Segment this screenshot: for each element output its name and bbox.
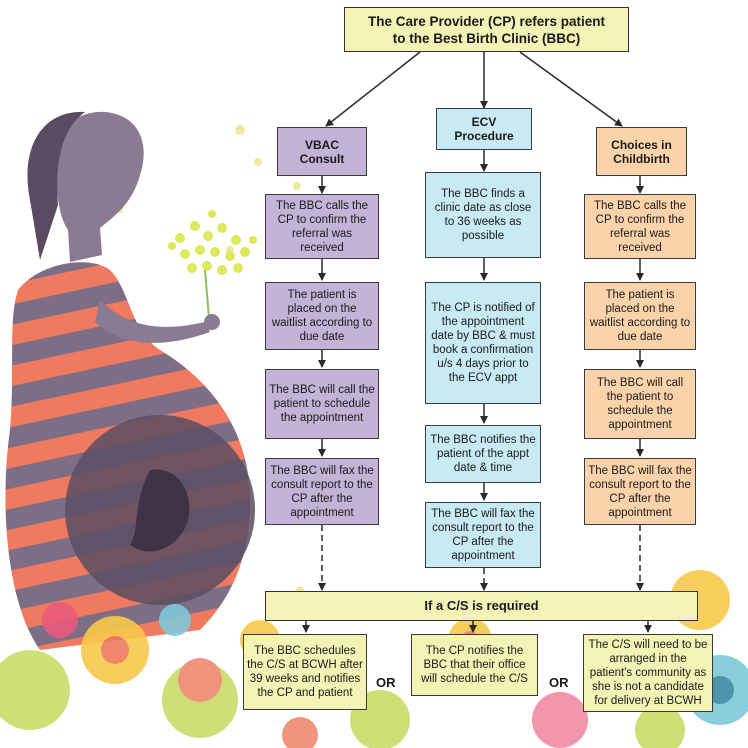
referral-start-line2: to the Best Birth Clinic (BBC): [392, 30, 581, 46]
ecv-step-1: The BBC finds a clinic date as close to …: [425, 172, 541, 258]
or-label-1: OR: [376, 675, 396, 690]
vbac-header-line2: Consult: [299, 151, 345, 166]
vbac-step-4: The BBC will fax the consult report to t…: [265, 458, 379, 525]
referral-start-line1: The Care Provider (CP) refers patient: [367, 13, 606, 29]
outcome-cp-schedules: The CP notifies the BBC that their offic…: [411, 634, 538, 696]
flower-garden: [0, 570, 748, 748]
ecv-procedure-header: ECV Procedure: [436, 108, 532, 150]
choices-header-line1: Choices in: [611, 137, 672, 152]
choices-step-3: The BBC will call the patient to schedul…: [584, 369, 696, 439]
choices-step-4: The BBC will fax the consult report to t…: [584, 458, 696, 525]
outcome-bbc-schedules: The BBC schedules the C/S at BCWH after …: [243, 634, 367, 710]
choices-step-1: The BBC calls the CP to confirm the refe…: [584, 194, 696, 259]
ecv-step-2: The CP is notified of the appointment da…: [425, 282, 541, 404]
referral-start-box: The Care Provider (CP) refers patient to…: [344, 7, 629, 52]
bouquet-icon: [168, 210, 257, 275]
choices-header-line2: Childbirth: [613, 151, 670, 166]
ecv-step-4: The BBC will fax the consult report to t…: [425, 502, 541, 568]
cs-required-banner: If a C/S is required: [265, 591, 698, 621]
vbac-step-3: The BBC will call the patient to schedul…: [265, 369, 379, 439]
choices-step-2: The patient is placed on the waitlist ac…: [584, 282, 696, 350]
ecv-header-line1: ECV: [471, 115, 497, 129]
vbac-step-2: The patient is placed on the waitlist ac…: [265, 282, 379, 350]
ecv-step-3: The BBC notifies the patient of the appt…: [425, 425, 541, 483]
vbac-consult-header: VBAC Consult: [277, 127, 367, 176]
or-label-2: OR: [549, 675, 569, 690]
vbac-step-1: The BBC calls the CP to confirm the refe…: [265, 194, 379, 259]
choices-in-childbirth-header: Choices in Childbirth: [596, 127, 687, 176]
ecv-header-line2: Procedure: [454, 129, 514, 143]
arrow-top-to-vbac: [325, 51, 421, 127]
outcome-community-cs: The C/S will need to be arranged in the …: [583, 634, 713, 712]
arrow-top-to-choices: [519, 51, 623, 127]
vbac-header-line1: VBAC: [304, 137, 339, 152]
